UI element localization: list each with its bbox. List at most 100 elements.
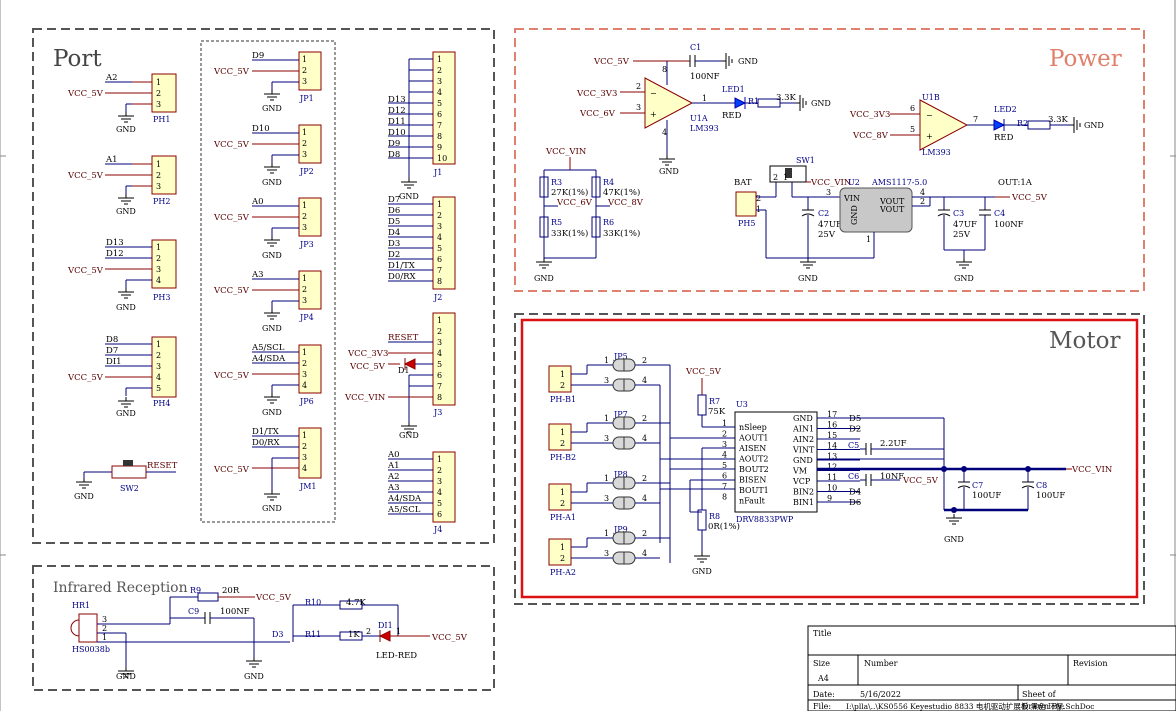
svg-text:3.3K: 3.3K [1048,115,1069,125]
ph1-connector: 123 A2 VCC_5V GND PH1 [67,73,177,134]
u3-pin-name: AOUT2 [738,455,769,464]
svg-text:2: 2 [302,359,307,368]
svg-text:GND: GND [74,492,94,501]
svg-text:VCC_VIN: VCC_VIN [810,178,852,188]
pin-number: 4 [642,376,647,385]
pin-number: 3 [604,549,609,558]
signal-label: A0 [387,450,400,460]
svg-text:RESET: RESET [147,461,178,471]
svg-text:HS0038b: HS0038b [72,645,110,654]
signal-label: D7 [388,195,400,205]
svg-text:2: 2 [302,442,307,451]
ph2-connector: 123 A1 VCC_5V GND PH2 [67,155,177,216]
pin-number: 3 [437,222,442,231]
svg-text:1: 1 [302,128,307,137]
pin-number: 12 [827,463,837,472]
svg-text:GND: GND [944,535,964,544]
svg-text:D9: D9 [252,51,264,61]
svg-text:OUT:1A: OUT:1A [998,178,1033,188]
svg-text:1: 1 [156,78,161,87]
pin-number: 8 [437,277,442,286]
title-label: Title [813,629,832,638]
signal-label: D11 [388,117,406,127]
svg-text:PH3: PH3 [153,293,170,302]
svg-text:U3: U3 [736,400,748,409]
svg-text:3: 3 [302,77,307,86]
svg-text:JP2: JP2 [299,167,314,176]
svg-text:AMS1117-5.0: AMS1117-5.0 [871,178,927,187]
svg-text:D1: D1 [398,366,410,375]
jumper-label: JP7 [613,410,628,419]
pin-number: 6 [722,472,727,481]
svg-text:PH1: PH1 [153,115,170,124]
pin-number: 2 [560,381,565,390]
svg-text:VCC_5V: VCC_5V [902,476,939,486]
svg-text:1: 1 [156,340,161,349]
pin-number: 14 [827,442,837,451]
pin-number: 7 [437,382,442,391]
svg-text:GND: GND [116,672,136,681]
svg-text:D10: D10 [252,124,270,134]
svg-text:VCC_5V: VCC_5V [349,362,386,372]
svg-text:3: 3 [826,188,831,197]
svg-text:VCC_3V3: VCC_3V3 [576,89,617,99]
svg-text:A4/SDA: A4/SDA [251,354,286,364]
svg-text:JP3: JP3 [299,240,314,249]
svg-text:JP4: JP4 [299,313,314,322]
svg-text:100NF: 100NF [220,607,250,617]
revision-label: Revision [1073,659,1107,668]
ph1-signal: A2 [105,73,118,83]
pin-number: 9 [437,143,442,152]
svg-text:2: 2 [302,285,307,294]
infrared-title: Infrared Reception [53,580,188,596]
svg-text:DRV8833PWP: DRV8833PWP [736,515,794,524]
svg-text:5: 5 [910,125,915,134]
svg-text:VCC_5V: VCC_5V [213,465,250,475]
svg-text:33K(1%): 33K(1%) [551,228,588,239]
svg-text:GND: GND [262,251,282,260]
svg-text:R9: R9 [190,586,201,595]
pin-number: 9 [827,494,832,503]
svg-text:LED-RED: LED-RED [376,651,417,661]
u3-pin-name: BIN2 [793,488,814,497]
pin-number: 6 [437,510,442,519]
signal-label: A4/SDA [387,494,422,504]
svg-text:8: 8 [662,65,667,74]
svg-text:33K(1%): 33K(1%) [603,228,640,239]
svg-text:6: 6 [910,104,915,113]
svg-text:HR1: HR1 [72,601,90,610]
svg-text:SW2: SW2 [120,484,139,493]
svg-text:RED: RED [722,111,742,121]
svg-text:GND: GND [850,205,859,225]
svg-text:VIN: VIN [843,194,860,203]
svg-text:3: 3 [156,182,161,191]
svg-text:1: 1 [302,274,307,283]
svg-text:GND: GND [1084,121,1104,130]
svg-text:U1B: U1B [922,93,940,102]
svg-text:R3: R3 [551,178,562,187]
u3-pin-name: BISEN [739,476,766,485]
svg-text:+: + [650,110,657,119]
pin-number: 11 [827,473,837,482]
svg-text:3: 3 [156,362,161,371]
pin-number: 1 [437,200,442,209]
pin-number: 7 [437,266,442,275]
signal-label: D6 [388,206,400,216]
svg-text:C6: C6 [848,472,859,481]
pin-number: 1 [604,529,609,538]
svg-text:GND: GND [244,672,264,681]
svg-text:GND: GND [262,324,282,333]
svg-text:4: 4 [156,373,161,382]
pin-number: 15 [827,431,837,440]
svg-text:VCC_5V: VCC_5V [213,286,250,296]
u3-pin-name: GND [793,456,813,465]
svg-text:2: 2 [773,173,778,182]
svg-text:VCC_5V: VCC_5V [67,171,104,181]
svg-text:1: 1 [302,348,307,357]
svg-text:1: 1 [396,627,401,636]
u3-pin-name: AIN2 [792,435,814,444]
